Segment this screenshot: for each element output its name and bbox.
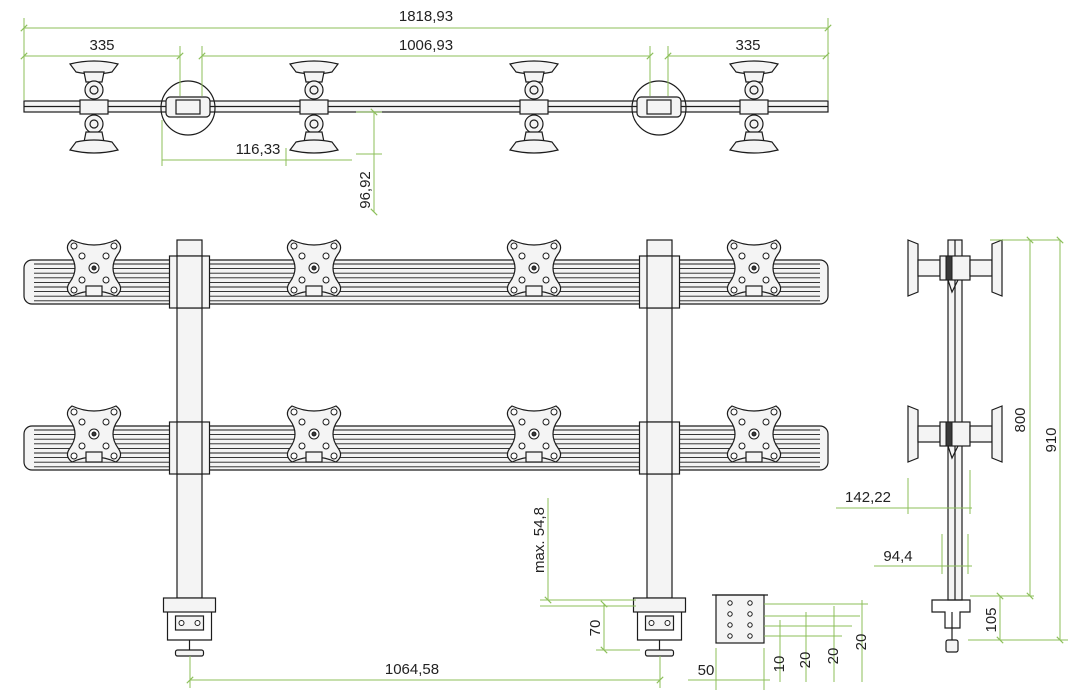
dim-total-width: 1818,93 [399,8,453,25]
dim-clamp-height: 70 [587,620,604,637]
side-view [907,239,1003,653]
dim-side-105: 105 [983,607,1000,632]
dim-center-span: 1006,93 [399,37,453,54]
dim-pole-spacing: 1064,58 [385,661,439,678]
side-view-head [907,239,1003,297]
vesa-plate [506,405,562,463]
vesa-plate [286,405,342,463]
top-view-head [728,60,780,154]
desk-clamp [632,597,687,657]
side-view-head [907,405,1003,463]
top-view [23,60,829,154]
dim-plate-row-4: 20 [853,634,870,651]
top-view-head [508,60,560,154]
vesa-plate [726,405,782,463]
dim-arm-depth: 96,92 [357,171,374,209]
vesa-plate [66,239,122,297]
dim-plate-width: 50 [698,662,715,679]
vesa-plate [286,239,342,297]
pole-disc-left [160,80,216,136]
top-view-head [68,60,120,154]
pole-disc-right [631,80,687,136]
dim-side-910: 910 [1043,427,1060,452]
dim-max-desk: max. 54,8 [531,507,548,573]
vesa-plate [506,239,562,297]
dim-plate-row-3: 20 [825,648,842,665]
dim-left-offset: 335 [89,37,114,54]
dimension-lines: 1818,93 335 1006,93 335 116,33 96,92 max… [20,8,1068,690]
dim-side-800: 800 [1012,407,1029,432]
clamp-plate-detail [712,594,768,644]
vesa-plate [66,405,122,463]
front-view [23,239,829,657]
dim-right-offset: 335 [735,37,760,54]
dim-side-94: 94,4 [883,548,912,565]
vesa-plate [726,239,782,297]
dim-side-142: 142,22 [845,489,891,506]
top-view-head [288,60,340,154]
dim-plate-row-2: 20 [797,652,814,669]
dim-clamp-offset: 116,33 [236,141,281,158]
dim-plate-row-1: 10 [771,656,788,673]
desk-clamp [162,597,217,657]
